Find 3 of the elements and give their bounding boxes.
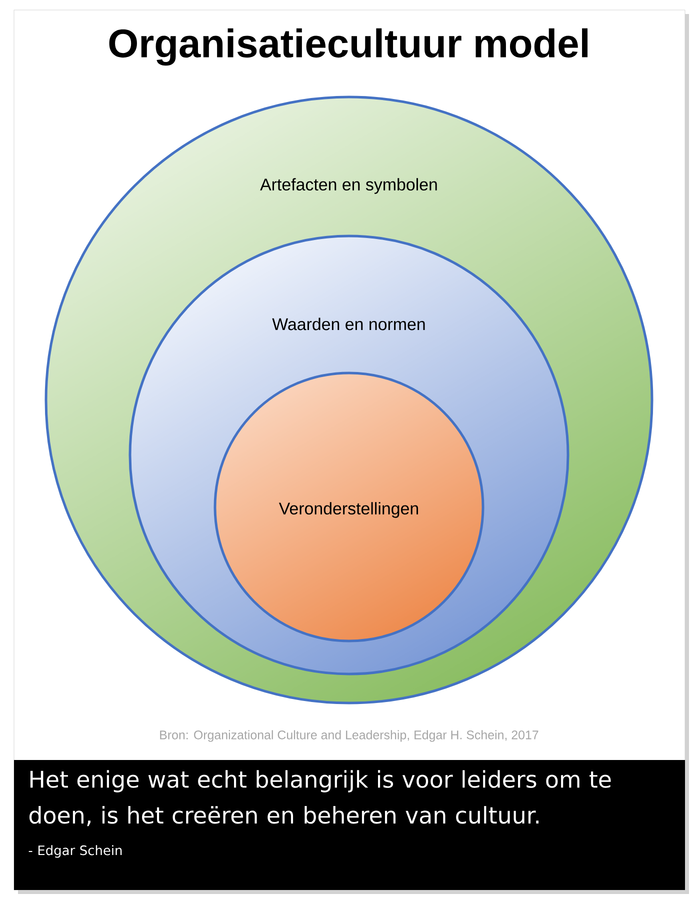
source-note: Bron: Organizational Culture and Leadership, Edgar H. Schein, 2017 (160, 730, 538, 742)
title: Organisatiecultuur model (109, 28, 588, 66)
quote-band: Het enige wat echt belangrijk is voor leiders om te doen, is het creëren en beheren van cultuur. - Edgar Schein (14, 760, 685, 890)
